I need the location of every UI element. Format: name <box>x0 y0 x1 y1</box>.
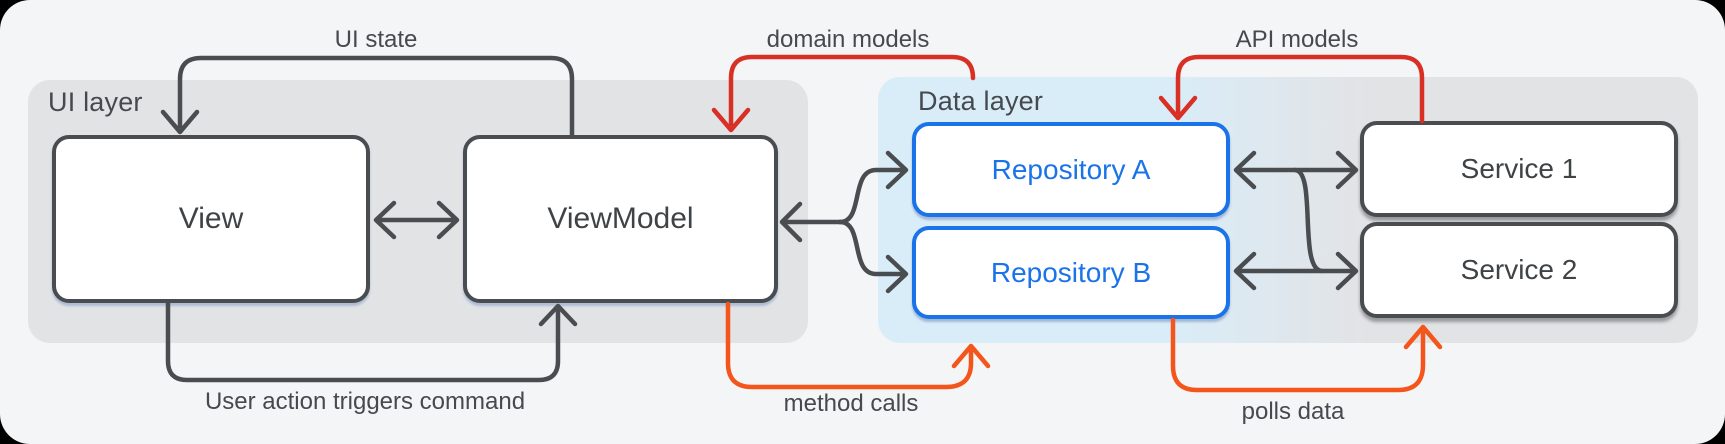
method-calls-arrowhead-icon <box>951 343 991 369</box>
polls-data-label: polls data <box>1241 398 1345 425</box>
data-layer-label: Data layer <box>918 86 1044 116</box>
node-repository-b-label: Repository B <box>990 256 1152 288</box>
method-calls-label: method calls <box>783 390 919 417</box>
node-service-2: Service 2 <box>1360 222 1678 318</box>
node-service-1-label: Service 1 <box>1460 153 1578 184</box>
user-action-label: User action triggers command <box>204 388 526 415</box>
node-service-2-label: Service 2 <box>1460 254 1578 285</box>
node-repository-b: Repository B <box>912 226 1230 319</box>
node-view-label: View <box>178 202 244 235</box>
node-view: View <box>52 135 370 303</box>
node-repository-a-label: Repository A <box>991 153 1151 185</box>
api-models-label: API models <box>1235 26 1359 53</box>
node-repository-a: Repository A <box>912 122 1230 217</box>
domain-models-label: domain models <box>766 26 930 53</box>
node-viewmodel-label: ViewModel <box>547 202 694 235</box>
node-viewmodel: ViewModel <box>463 135 778 303</box>
node-service-1: Service 1 <box>1360 121 1678 217</box>
ui-state-label: UI state <box>334 26 418 53</box>
ui-layer-label: UI layer <box>48 87 143 117</box>
